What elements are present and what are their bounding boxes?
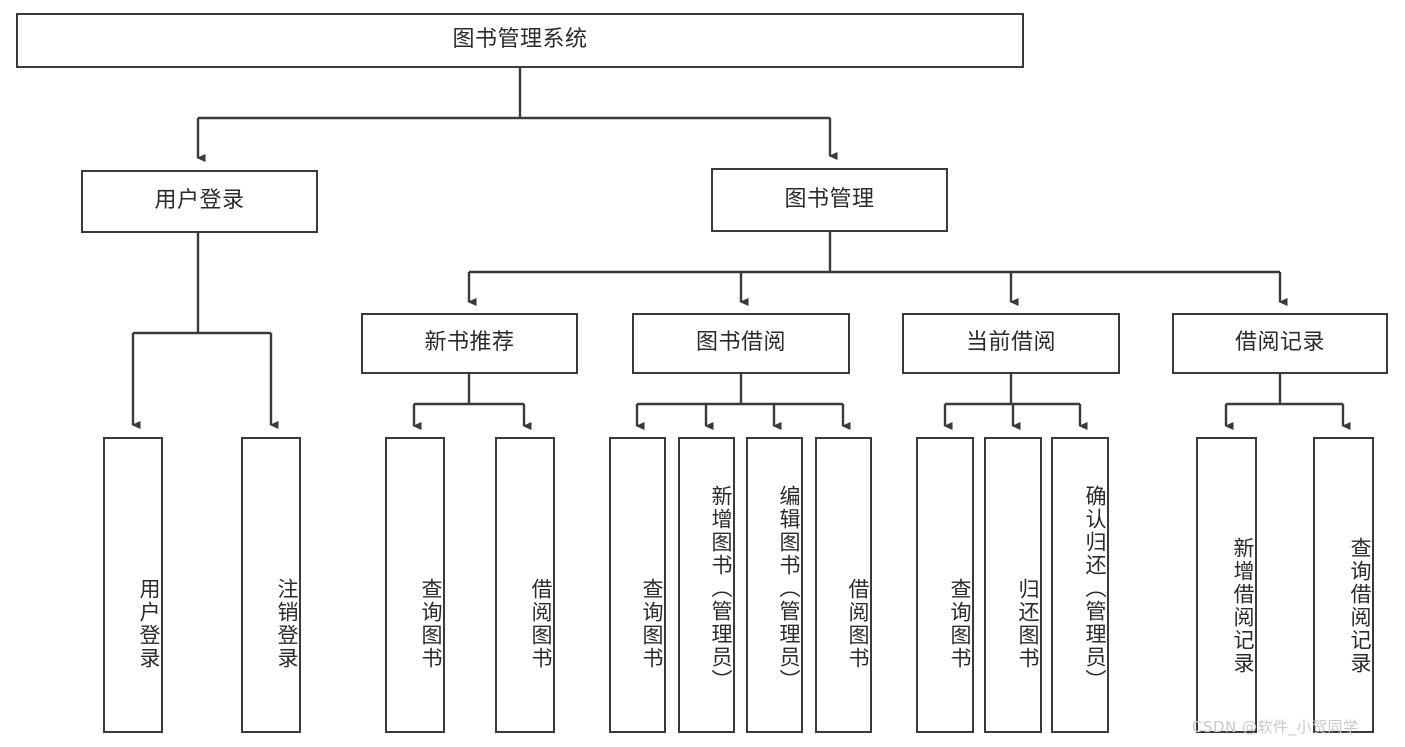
node-label: 新书推荐 [424, 330, 515, 356]
node-label: 用户登录 [137, 578, 161, 670]
leaf-borrow-record-query-record[interactable]: 查询借阅记录 [1313, 437, 1374, 733]
node-label: 归还图书 [1016, 578, 1040, 670]
leaf-user-login-signin[interactable]: 用户登录 [103, 437, 163, 733]
leaf-book-borrow-edit-book-admin[interactable]: 编辑图书（管理员） [746, 437, 803, 733]
node-label: 借阅图书 [529, 578, 553, 670]
node-label: 用户登录 [154, 188, 245, 214]
leaf-book-borrow-add-book-admin[interactable]: 新增图书（管理员） [678, 437, 735, 733]
leaf-current-borrow-return-books[interactable]: 归还图书 [984, 437, 1042, 733]
leaf-new-book-borrow-books[interactable]: 借阅图书 [495, 437, 555, 733]
leaf-current-borrow-confirm-return-admin[interactable]: 确认归还（管理员） [1051, 437, 1109, 733]
leaf-new-book-query-books[interactable]: 查询图书 [385, 437, 445, 733]
node-label: 借阅图书 [846, 578, 870, 670]
leaf-user-login-signout[interactable]: 注销登录 [241, 437, 301, 733]
leaf-borrow-record-add-record[interactable]: 新增借阅记录 [1196, 437, 1257, 733]
node-new-book-recommend[interactable]: 新书推荐 [361, 313, 578, 374]
node-label: 新增借阅记录 [1231, 537, 1255, 675]
node-borrow-record[interactable]: 借阅记录 [1172, 313, 1388, 374]
node-current-borrow[interactable]: 当前借阅 [902, 313, 1120, 374]
node-book-management[interactable]: 图书管理 [711, 168, 948, 232]
node-label: 查询借阅记录 [1348, 537, 1372, 675]
node-label: 图书管理 [784, 186, 875, 212]
node-label: 新增图书（管理员） [709, 484, 733, 692]
node-label: 查询图书 [640, 578, 664, 670]
node-label: 图书借阅 [695, 330, 786, 356]
node-book-borrow[interactable]: 图书借阅 [632, 313, 850, 374]
node-label: 确认归还（管理员） [1083, 484, 1107, 692]
leaf-current-borrow-query-books[interactable]: 查询图书 [916, 437, 974, 733]
watermark-csdn: CSDN @软件_小贺同学 [1192, 718, 1359, 736]
node-label: 借阅记录 [1234, 330, 1325, 356]
node-label: 查询图书 [948, 578, 972, 670]
leaf-book-borrow-borrow-books[interactable]: 借阅图书 [815, 437, 872, 733]
node-root-system[interactable]: 图书管理系统 [16, 13, 1024, 68]
node-label: 当前借阅 [965, 330, 1056, 356]
node-label: 编辑图书（管理员） [777, 484, 801, 692]
node-user-login[interactable]: 用户登录 [81, 170, 318, 233]
leaf-book-borrow-query-books[interactable]: 查询图书 [609, 437, 666, 733]
node-label: 注销登录 [275, 578, 299, 670]
node-label: 图书管理系统 [452, 27, 588, 53]
node-label: 查询图书 [419, 578, 443, 670]
